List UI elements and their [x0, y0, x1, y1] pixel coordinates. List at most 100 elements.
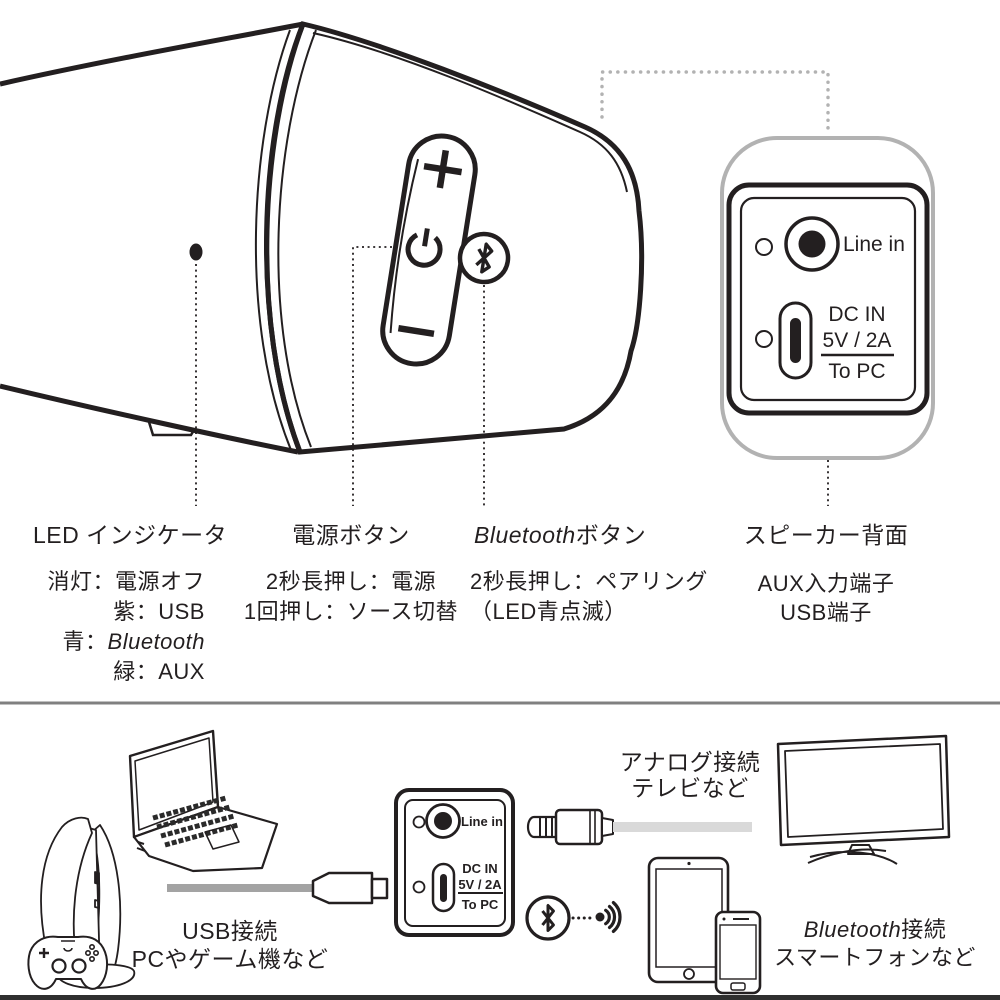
- analog-connection-line1: アナログ接続: [619, 749, 761, 775]
- rear-panel-small: [394, 788, 515, 937]
- phone-body: [714, 910, 762, 995]
- controller-body: [27, 935, 109, 990]
- game-controller-illustration: [27, 935, 109, 990]
- soundbar-top-edge: [0, 21, 304, 87]
- bottom-page-edge: [0, 995, 1000, 1000]
- rear-panel-inner-plate: [739, 196, 917, 402]
- bluetooth-rune-icon: [475, 242, 494, 274]
- soundbar-bottom-edge: [0, 383, 299, 455]
- console-body-slot2: [94, 899, 100, 909]
- tv-illustration: [776, 734, 951, 865]
- laptop-keyboard: [152, 795, 239, 848]
- bluetooth-connection-line2: スマートフォンなど: [774, 945, 976, 970]
- phone-camera: [722, 917, 726, 921]
- rear-screw-bottom: [755, 330, 773, 348]
- tv-stand-feet: [807, 848, 898, 865]
- led-detail-bluetooth: 青：Bluetooth: [62, 629, 205, 654]
- led-indicator-dot: [189, 243, 203, 261]
- usb-connection-line2: PCやゲーム機など: [131, 946, 329, 972]
- tv-frame: [776, 734, 951, 847]
- led-indicator-label: LED インジケータ: [33, 522, 228, 548]
- console-left-fin: [40, 816, 93, 964]
- laptop-side-ports: [136, 841, 146, 852]
- controller-stick-left: [51, 958, 67, 974]
- controller-dpad-icon: [39, 948, 49, 958]
- phone-illustration: [714, 910, 762, 995]
- soundbar-seam-main: [264, 23, 306, 453]
- soundbar-inner-edge: [312, 32, 628, 193]
- tablet-camera: [687, 861, 691, 866]
- led-detail-aux: 緑：AUX: [113, 659, 205, 684]
- usb-c-port: [778, 301, 813, 380]
- rear-panel-small-inner: [404, 799, 506, 927]
- jack-tip-grooves: [539, 817, 553, 837]
- jack-strain-relief: [601, 817, 614, 837]
- to-pc-label: To PC: [828, 360, 886, 383]
- tablet-illustration: [647, 856, 730, 984]
- dc-spec-label: 5V / 2A: [822, 329, 892, 352]
- rear-detail-aux: AUX入力端子: [757, 571, 895, 596]
- bluetooth-detail-led: （LED青点滅）: [470, 599, 627, 624]
- game-console-illustration: [27, 816, 136, 990]
- power-button-details: 2秒長押し：電源 1回押し：ソース切替: [228, 567, 474, 627]
- jack-barrel-ridges: [589, 811, 596, 843]
- laptop-trackpad: [204, 824, 240, 850]
- bluetooth-brand-text: Bluetooth: [474, 522, 576, 548]
- line-in-jack-ring: [784, 216, 840, 272]
- controller-touchpad: [61, 940, 75, 952]
- small-line-in-hole: [434, 812, 452, 830]
- power-detail-hold: 2秒長押し：電源: [265, 569, 437, 594]
- bluetooth-suffix-text: ボタン: [575, 522, 647, 548]
- power-icon: [405, 228, 443, 268]
- power-button-label: 電源ボタン: [292, 522, 410, 548]
- bluetooth-badge: [525, 895, 571, 941]
- small-dc-in-label: DC IN: [462, 861, 498, 876]
- small-usb-c-slot: [440, 874, 447, 902]
- led-detail-off: 消灯：電源オフ: [47, 569, 205, 594]
- line-in-jack-hole: [798, 230, 826, 258]
- small-screw-top: [412, 815, 426, 829]
- usb-connector: [311, 871, 389, 905]
- laptop-deck: [132, 805, 279, 873]
- line-in-port-label: Line in: [843, 233, 905, 256]
- volume-power-pill: [380, 133, 478, 367]
- speaker-rear-details: AUX入力端子 USB端子: [746, 569, 906, 627]
- analog-connection-line2: テレビなど: [631, 775, 749, 801]
- soundbar-illustration: [0, 21, 645, 455]
- analog-connection-label: アナログ接続 テレビなど: [590, 749, 790, 801]
- bluetooth-connection-line1: Bluetooth接続: [803, 917, 947, 942]
- bluetooth-connection-label: Bluetooth接続 スマートフォンなど: [765, 916, 985, 972]
- phone-home-button: [730, 982, 746, 991]
- controller-stick-right: [71, 958, 87, 974]
- bluetooth-rune-icon: [541, 904, 555, 932]
- soundbar-foot-notch: [147, 421, 196, 437]
- soundbar-seam-thin-left: [254, 29, 292, 451]
- small-to-pc-label: To PC: [461, 897, 499, 912]
- small-line-in-port-label: Line in: [461, 814, 503, 829]
- rear-detail-usb: USB端子: [780, 600, 872, 625]
- usb-connection-label: USB接続 PCやゲーム機など: [115, 917, 345, 973]
- jack-tip: [526, 815, 558, 839]
- power-leader-line: [352, 246, 392, 506]
- bluetooth-detail-pairing: 2秒長押し：ペアリング: [470, 569, 708, 594]
- small-usb-c-port: [431, 862, 456, 913]
- console-body-slot: [94, 871, 100, 885]
- power-detail-press: 1回押し：ソース切替: [243, 599, 459, 624]
- laptop-illustration: [128, 729, 279, 873]
- rear-panel-detail: [720, 136, 935, 460]
- usb-connection-line1: USB接続: [182, 918, 278, 944]
- usb-connector-tip: [370, 877, 389, 900]
- tablet-home-button: [683, 968, 695, 980]
- bluetooth-button: [457, 231, 511, 285]
- radio-waves-icon: [595, 901, 622, 933]
- tv-screen: [784, 743, 944, 838]
- small-dc-spec-label: 5V / 2A: [458, 877, 502, 892]
- laptop-screen: [134, 737, 214, 831]
- volume-up-icon: [423, 149, 463, 189]
- led-indicator-details: 消灯：電源オフ 紫：USB 青：Bluetooth 緑：AUX: [20, 567, 205, 687]
- usb-c-port-slot: [790, 318, 801, 363]
- usb-connector-body: [311, 871, 374, 905]
- rear-screw-top: [755, 238, 773, 256]
- controller-face-buttons: [85, 943, 100, 962]
